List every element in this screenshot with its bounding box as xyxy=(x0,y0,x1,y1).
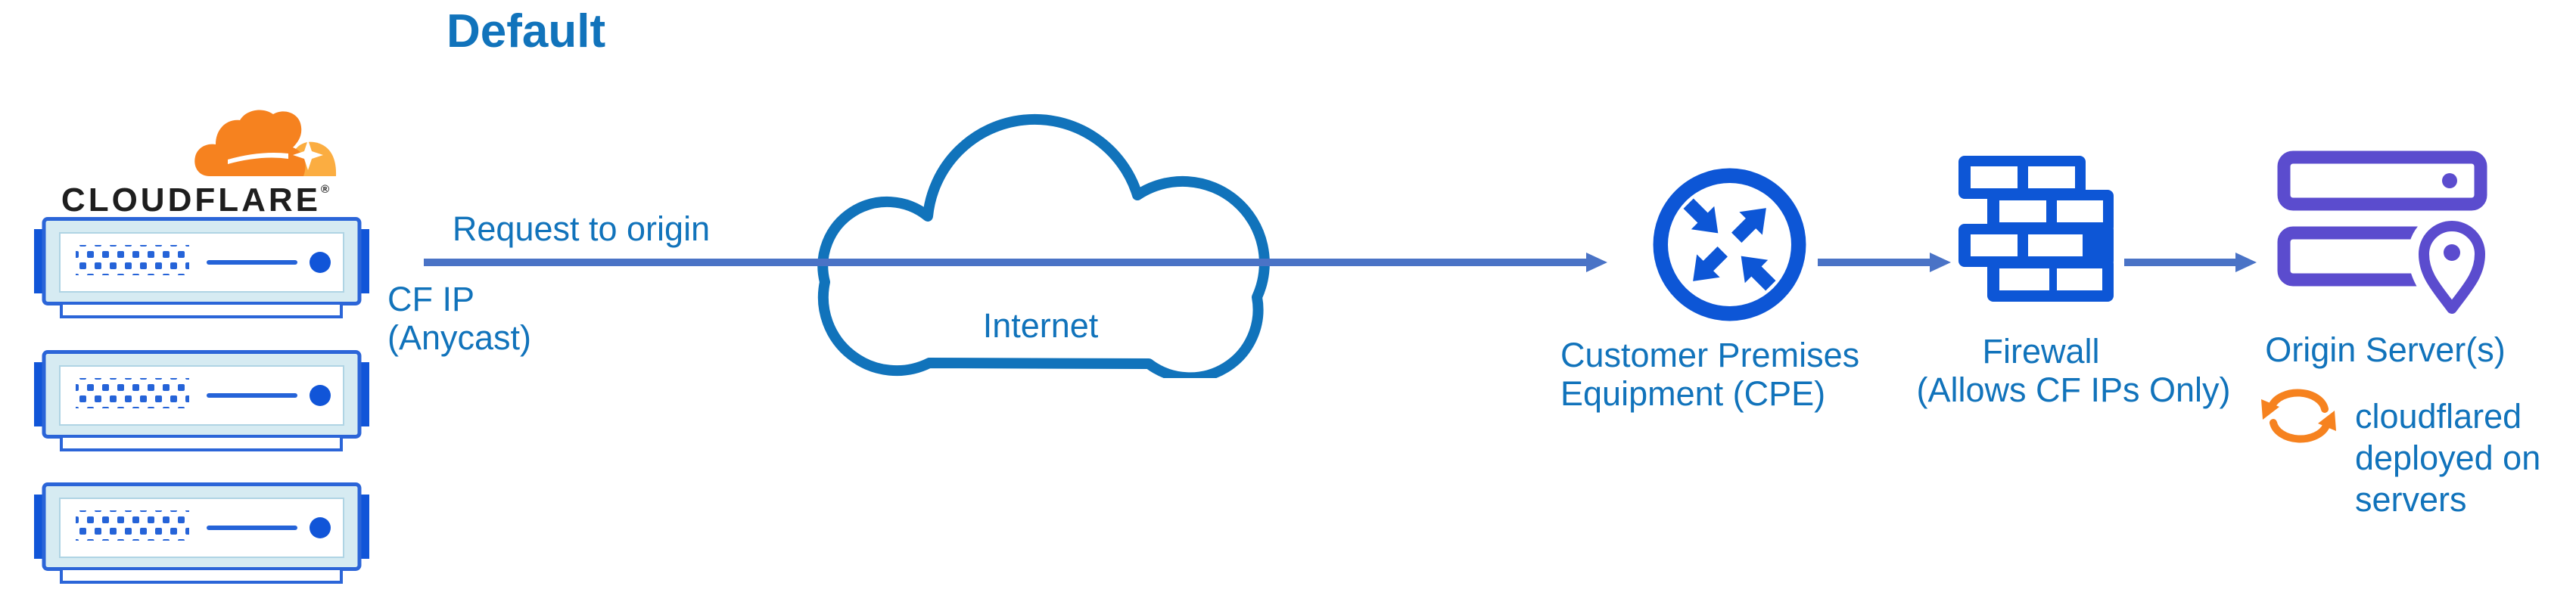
edge-server xyxy=(34,349,369,452)
firewall-label-line1: Firewall xyxy=(1982,332,2100,371)
cpe-label-line1: Customer Premises xyxy=(1560,336,1860,374)
cloudflare-wordmark: CLOUDFLARE® xyxy=(44,181,347,219)
firewall-label-line2: (Allows CF IPs Only) xyxy=(1916,371,2231,409)
edge-server xyxy=(34,482,369,585)
diagram-title: Default xyxy=(446,5,606,57)
internet-cloud-icon xyxy=(817,113,1270,378)
cf-ip-line2: (Anycast) xyxy=(387,318,532,357)
location-pin-icon xyxy=(2419,221,2485,314)
edge-server xyxy=(34,217,369,319)
sync-arrows-icon xyxy=(2261,389,2336,443)
cloudflared-note-line1: cloudflared xyxy=(2355,397,2522,436)
cpe-to-firewall-arrow xyxy=(1818,253,1951,272)
origin-servers-icon xyxy=(2277,150,2496,322)
cloudflare-cloud-icon xyxy=(194,110,337,176)
cloudflared-note-line3: servers xyxy=(2355,480,2467,519)
firewall-to-origin-arrow xyxy=(2124,253,2257,272)
internet-label: Internet xyxy=(982,306,1099,345)
firewall-icon xyxy=(1958,156,2114,302)
cf-ip-line1: CF IP xyxy=(387,280,475,318)
registered-mark: ® xyxy=(321,183,330,196)
request-to-origin-label: Request to origin xyxy=(452,209,711,248)
server-box-icon xyxy=(34,349,369,451)
router-arrows xyxy=(1683,198,1776,291)
server-box-icon xyxy=(34,482,369,584)
cpe-label-line2: Equipment (CPE) xyxy=(1560,374,1826,413)
server-box-icon xyxy=(34,217,369,318)
cloudflared-note-line2: deployed on xyxy=(2355,439,2541,477)
cpe-router-icon xyxy=(1653,168,1806,321)
origin-servers-label: Origin Server(s) xyxy=(2265,330,2506,369)
cloudflare-wordmark-text: CLOUDFLARE xyxy=(61,181,322,219)
request-arrow xyxy=(424,253,1607,272)
